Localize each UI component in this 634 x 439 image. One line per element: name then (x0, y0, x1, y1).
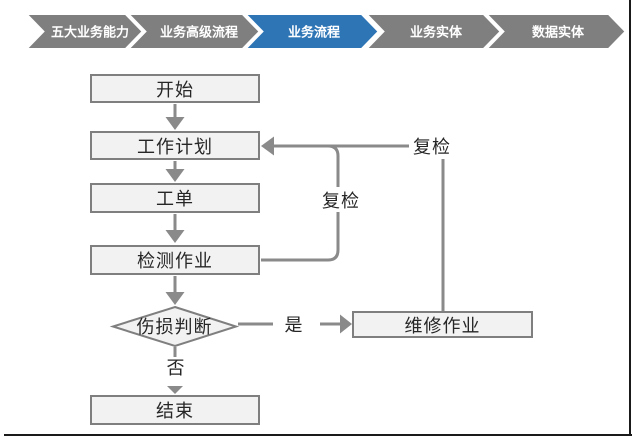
arrowhead-to-workplan (165, 117, 185, 130)
breadcrumb-chevron-nav: 五大业务能力 业务高级流程 业务流程 业务实体 数据实体 (19, 11, 630, 52)
tab-data-entity[interactable]: 数据实体 (479, 11, 630, 52)
tab-label: 业务流程 (288, 25, 340, 40)
edge-label-no: 否 (166, 358, 186, 378)
node-start: 开始 (90, 74, 260, 103)
tab-label: 业务高级流程 (160, 25, 238, 40)
arrowhead-to-end (167, 386, 183, 394)
node-work-order: 工单 (90, 183, 260, 213)
tab-business-process-active[interactable]: 业务流程 (238, 11, 383, 52)
edge-label-recheck-outer: 复检 (409, 133, 455, 159)
node-inspection: 检测作业 (90, 245, 260, 275)
slide-right-border (629, 0, 631, 436)
tab-label: 数据实体 (532, 25, 585, 40)
decision-diamond-shape (109, 305, 240, 348)
edge-label-yes: 是 (284, 315, 304, 335)
arrowhead-to-decision (165, 292, 185, 305)
node-repair: 维修作业 (352, 311, 533, 338)
arrowhead-to-inspection (165, 230, 185, 243)
slide-bottom-border (4, 434, 632, 436)
node-end: 结束 (90, 395, 260, 425)
arrowhead-to-repair (340, 314, 352, 334)
arrowhead-to-workorder (165, 169, 185, 182)
node-decision-label: 伤损判断 (136, 317, 213, 337)
arrowhead-recheck-to-workplan (261, 136, 274, 156)
tab-label: 业务实体 (410, 25, 463, 40)
chevron-shape[interactable] (479, 11, 630, 52)
tab-label: 五大业务能力 (51, 25, 129, 40)
edge-label-recheck-inner: 复检 (319, 187, 363, 212)
node-work-plan: 工作计划 (90, 131, 260, 160)
